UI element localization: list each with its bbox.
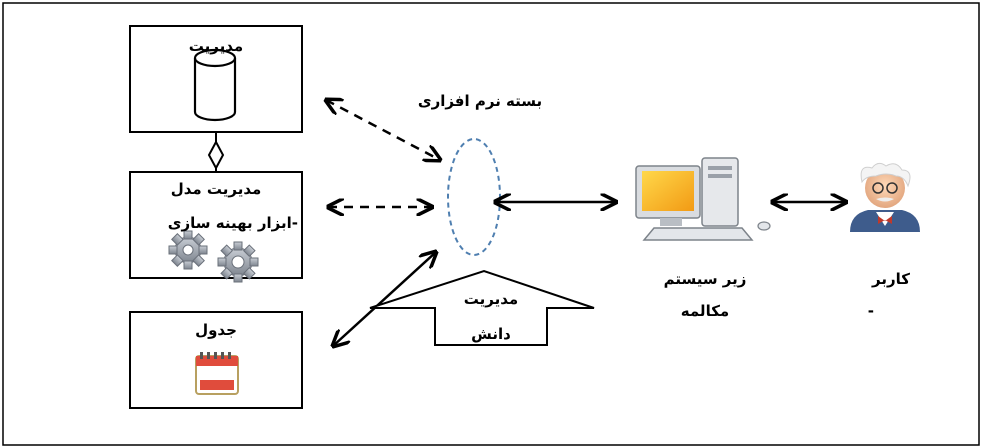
software-package-label: بسته نرم افزاری	[417, 92, 543, 110]
model-management-box-title: مدیریت مدل	[170, 180, 262, 198]
optimization-tools-label: -ابزار بهینه سازی	[167, 214, 298, 232]
arrow-table-package	[333, 252, 436, 346]
dialog-subsystem-label-line1: زیر سیستم	[663, 270, 747, 288]
aggregation-diamond-connector	[207, 132, 225, 172]
knowledge-management-label-line2: دانش	[471, 325, 511, 343]
user-label-line1: کاربر	[872, 270, 910, 288]
user-avatar-icon	[850, 162, 920, 232]
gear-icon	[217, 241, 259, 283]
software-package-ellipse	[447, 138, 501, 256]
gear-icon	[168, 230, 208, 270]
desktop-computer-icon	[635, 157, 771, 241]
knowledge-management-label-line1: مدیریت	[463, 290, 519, 308]
user-label-line2: -	[867, 302, 874, 320]
table-box-title: جدول	[195, 321, 237, 339]
calendar-icon	[195, 352, 239, 395]
dashed-arrow-management-package	[326, 100, 440, 160]
management-box-title: مدیریت	[188, 37, 244, 55]
model-management-box	[129, 171, 303, 279]
knowledge-management-block-arrow	[369, 269, 595, 346]
dialog-subsystem-label-line2: مکالمه	[680, 302, 730, 320]
database-cylinder-icon	[193, 48, 237, 122]
